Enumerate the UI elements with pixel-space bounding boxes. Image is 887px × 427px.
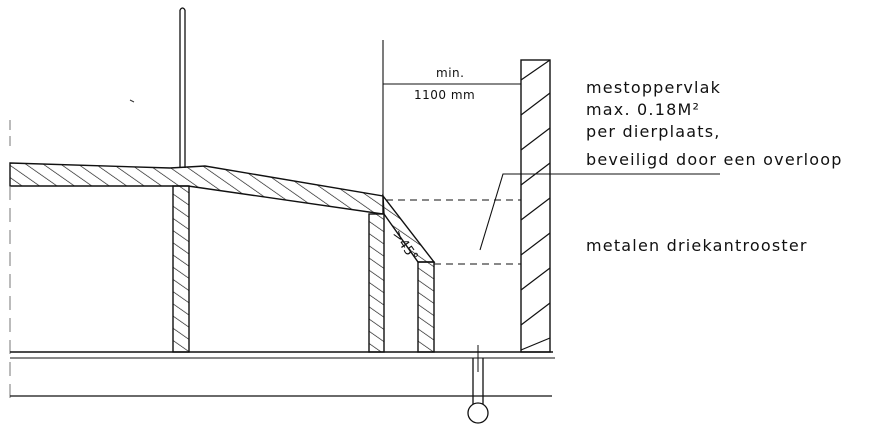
dimension-label-min: min. (436, 66, 465, 80)
label-grating: metalen driekantrooster (586, 236, 808, 255)
right-support-wall (368, 213, 385, 353)
label-surface-4: beveiligd door een overloop (586, 150, 843, 169)
label-surface-1: mestoppervlak (586, 78, 722, 97)
label-surface-2: max. 0.18M² (586, 100, 701, 119)
dimension-label-value: 1100 mm (414, 88, 476, 102)
leader-line (479, 173, 720, 251)
stray-mark (129, 99, 135, 103)
right-hatched-wall (520, 59, 551, 353)
hatched-floor-slab (9, 162, 384, 215)
left-support-wall (172, 185, 190, 353)
vertical-pipe (179, 7, 186, 168)
drain-pipe (467, 345, 489, 424)
label-surface-3: per dierplaats, (586, 122, 721, 141)
grating-post (417, 261, 435, 353)
